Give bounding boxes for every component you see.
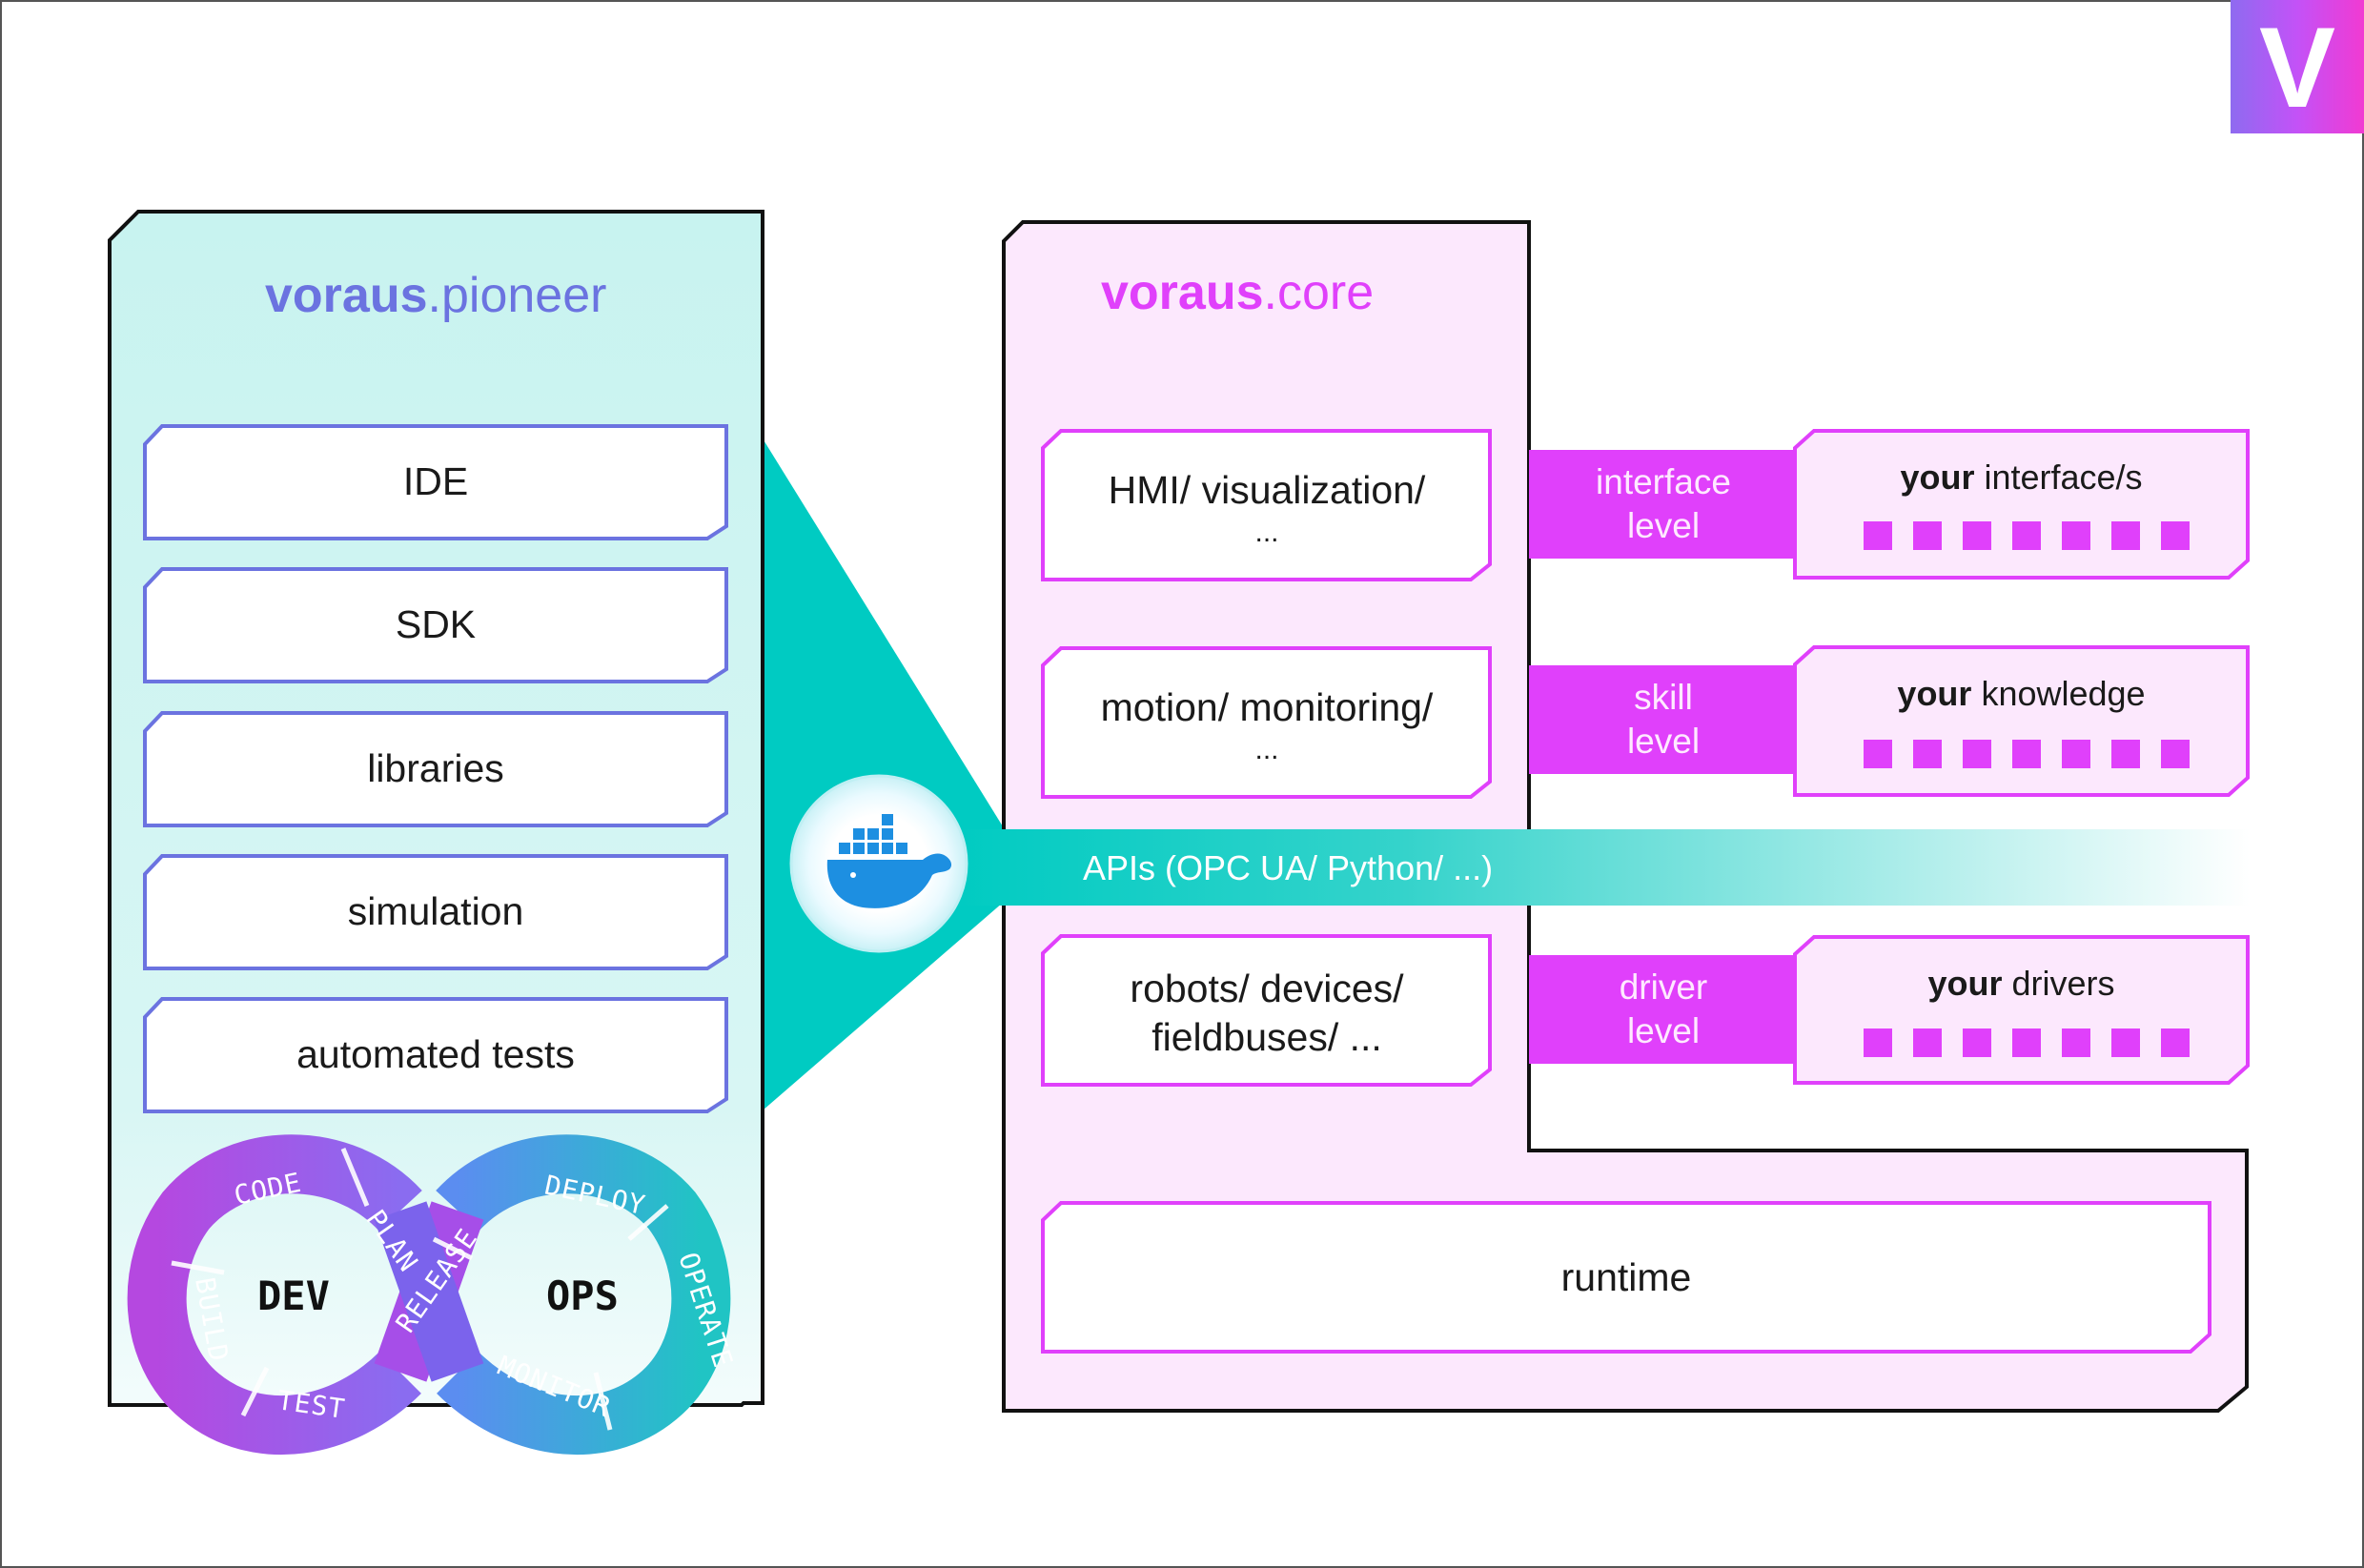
pioneer-item-automated-tests: automated tests bbox=[296, 1032, 575, 1077]
your-knowledge-label: your knowledge bbox=[1795, 664, 2248, 722]
level-dot bbox=[1963, 521, 1991, 550]
level-dot bbox=[2012, 1028, 2041, 1057]
pioneer-item-ide: IDE bbox=[402, 459, 469, 504]
devops-ops-label: OPS bbox=[546, 1273, 619, 1319]
your-knowledge-your: your bbox=[1897, 673, 1972, 713]
core-title-brand: voraus bbox=[1101, 264, 1264, 320]
docker-whale-icon bbox=[789, 774, 968, 953]
level-dot bbox=[1864, 740, 1892, 768]
level-dot bbox=[2062, 740, 2090, 768]
pioneer-title-brand: voraus bbox=[265, 267, 428, 323]
interface-level-line2: level bbox=[1626, 506, 1701, 545]
core-module-hmi-line1: HMI/ visualization/ bbox=[1108, 467, 1426, 512]
pioneer-box-simulation bbox=[143, 854, 728, 970]
pioneer-item-sdk: SDK bbox=[395, 602, 477, 647]
core-box-hmi bbox=[1041, 429, 1492, 581]
pioneer-box-ide bbox=[143, 424, 728, 540]
skill-level-bar bbox=[1529, 665, 1798, 774]
pioneer-title: voraus.pioneer bbox=[265, 262, 742, 329]
pioneer-box-libraries bbox=[143, 711, 728, 827]
your-knowledge-rest: knowledge bbox=[1971, 673, 2146, 713]
voraus-logo-letter: V bbox=[2259, 4, 2335, 132]
level-dot bbox=[2161, 740, 2190, 768]
skill-level-line2: level bbox=[1626, 722, 1701, 761]
level-dot bbox=[2062, 521, 2090, 550]
core-module-robots-line2: fieldbuses/ ... bbox=[1151, 1015, 1382, 1059]
level-dot bbox=[1864, 521, 1892, 550]
pioneer-item-boxes bbox=[143, 424, 728, 1113]
interface-level-line1: interface bbox=[1596, 461, 1731, 501]
interface-level-label: interface level bbox=[1529, 450, 1798, 559]
level-dot bbox=[2111, 521, 2140, 550]
pioneer-core-connector bbox=[763, 438, 1010, 1110]
pioneer-item-libraries: libraries bbox=[367, 746, 504, 791]
level-dot bbox=[1864, 1028, 1892, 1057]
core-module-motion-line1: motion/ monitoring/ bbox=[1100, 684, 1434, 729]
level-dot bbox=[2161, 1028, 2190, 1057]
core-module-hmi: HMI/ visualization/ ... bbox=[1043, 448, 1491, 568]
level-dot bbox=[2012, 740, 2041, 768]
level-dot bbox=[1913, 1028, 1942, 1057]
your-drivers-label: your drivers bbox=[1795, 954, 2248, 1011]
level-dot bbox=[2111, 740, 2140, 768]
level-dot bbox=[2111, 1028, 2140, 1057]
dot-rows bbox=[1864, 521, 2190, 1057]
driver-level-bar bbox=[1529, 955, 1798, 1064]
level-dot bbox=[1963, 1028, 1991, 1057]
core-title: voraus.core bbox=[1101, 259, 1578, 326]
skill-level-line1: skill bbox=[1634, 677, 1693, 717]
core-module-robots: robots/ devices/ fieldbuses/ ... bbox=[1043, 953, 1491, 1073]
core-module-hmi-line2: ... bbox=[1254, 516, 1279, 548]
core-title-product: .core bbox=[1263, 264, 1375, 320]
pioneer-box-sdk bbox=[143, 567, 728, 683]
devops-dev-label: DEV bbox=[257, 1273, 330, 1319]
interface-level-bar bbox=[1529, 450, 1798, 559]
your-interface-your: your bbox=[1900, 457, 1975, 497]
core-box-motion bbox=[1041, 646, 1492, 799]
core-runtime-label: runtime bbox=[1560, 1255, 1692, 1300]
level-dot bbox=[1913, 521, 1942, 550]
your-interface-label: your interface/s bbox=[1795, 448, 2248, 505]
core-module-motion-line2: ... bbox=[1254, 733, 1279, 765]
level-dot bbox=[1913, 740, 1942, 768]
core-box-runtime bbox=[1041, 1201, 2211, 1354]
core-module-boxes bbox=[1041, 429, 2211, 1354]
level-dot bbox=[2012, 521, 2041, 550]
level-dot bbox=[2062, 1028, 2090, 1057]
voraus-logo-icon bbox=[2231, 0, 2364, 133]
driver-level-line2: level bbox=[1626, 1011, 1701, 1050]
core-module-motion: motion/ monitoring/ ... bbox=[1043, 665, 1491, 785]
pioneer-item-simulation: simulation bbox=[347, 889, 524, 934]
api-label: APIs (OPC UA/ Python/ ...) bbox=[1083, 847, 1494, 887]
your-drivers-your: your bbox=[1927, 963, 2003, 1003]
api-band bbox=[953, 829, 2250, 906]
core-module-robots-line1: robots/ devices/ bbox=[1130, 966, 1404, 1010]
level-dot bbox=[1963, 740, 1991, 768]
core-box-robots bbox=[1041, 934, 1492, 1087]
driver-level-label: driver level bbox=[1529, 955, 1798, 1064]
devops-infinity-icon bbox=[127, 1134, 731, 1455]
skill-level-label: skill level bbox=[1529, 665, 1798, 774]
pioneer-box-automated-tests bbox=[143, 997, 728, 1113]
your-drivers-rest: drivers bbox=[2002, 963, 2115, 1003]
level-dot bbox=[2161, 521, 2190, 550]
pioneer-title-product: .pioneer bbox=[427, 267, 607, 323]
your-interface-rest: interface/s bbox=[1974, 457, 2143, 497]
driver-level-line1: driver bbox=[1619, 967, 1708, 1007]
